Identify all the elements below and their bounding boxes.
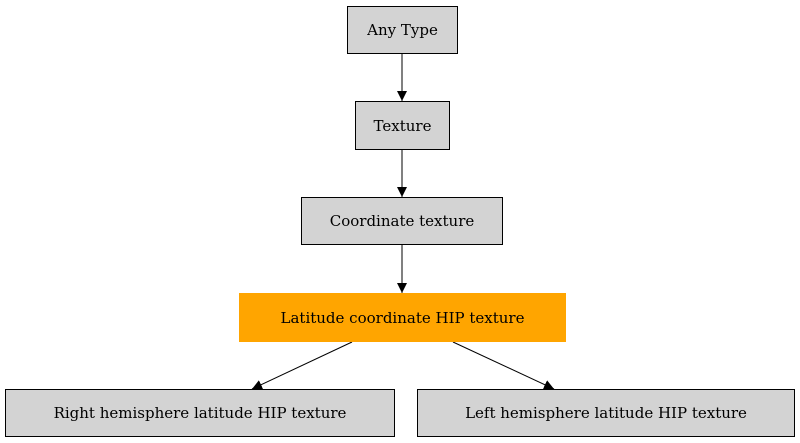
node-latitude-coordinate-hip-texture: Latitude coordinate HIP texture: [239, 293, 566, 342]
edges-layer: [251, 54, 555, 390]
edge-latitude-hip-texture-to-left-hemisphere: [452, 341, 555, 390]
node-left-hemisphere-latitude-hip-texture: Left hemisphere latitude HIP texture: [417, 389, 795, 437]
edge-latitude-hip-texture-to-right-hemisphere: [251, 341, 353, 390]
node-coordinate-texture: Coordinate texture: [301, 197, 503, 245]
node-any-type: Any Type: [347, 6, 458, 54]
node-texture: Texture: [355, 101, 450, 150]
node-right-hemisphere-latitude-hip-texture: Right hemisphere latitude HIP texture: [5, 389, 395, 437]
